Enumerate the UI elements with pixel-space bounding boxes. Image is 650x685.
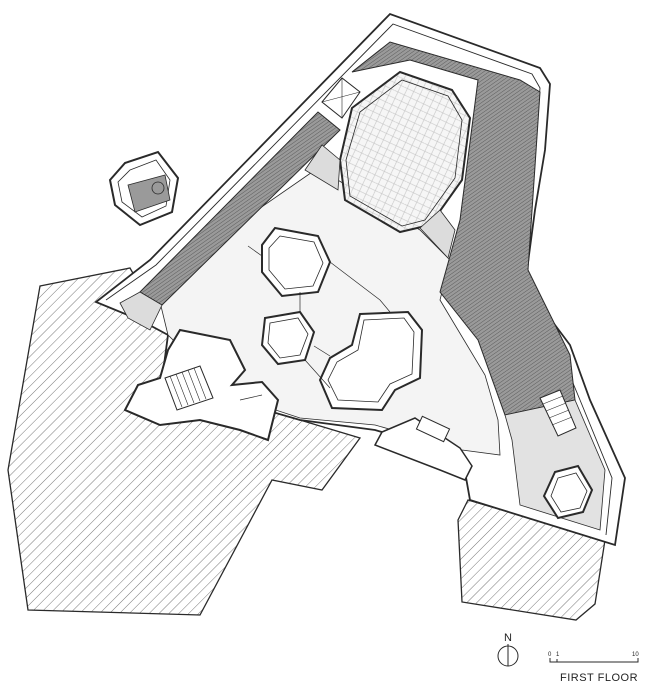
pod-north (261, 226, 332, 298)
scale-tick-1: 1 (556, 652, 560, 658)
landing-north (304, 144, 341, 191)
lift-core (373, 415, 473, 481)
scale-bar: 0 1 10 (548, 652, 639, 663)
west-stair (164, 365, 214, 411)
scale-tick-0: 0 (548, 652, 552, 658)
stair-box-north (321, 77, 361, 119)
west-room (123, 328, 280, 442)
pod-east (318, 310, 424, 412)
drawing-title: FIRST FLOOR (560, 672, 638, 684)
north-arrow: N (497, 632, 519, 667)
scale-tick-10: 10 (632, 652, 639, 658)
courtyard-grid (239, 245, 391, 401)
tiled-lobby (338, 70, 472, 234)
southeast-stair (539, 389, 577, 437)
separate-pod (108, 150, 180, 227)
pod-southeast (542, 464, 594, 520)
lobby-inner (345, 79, 463, 227)
north-label: N (504, 632, 512, 644)
landing-west (119, 291, 163, 331)
landing-east (419, 209, 456, 259)
